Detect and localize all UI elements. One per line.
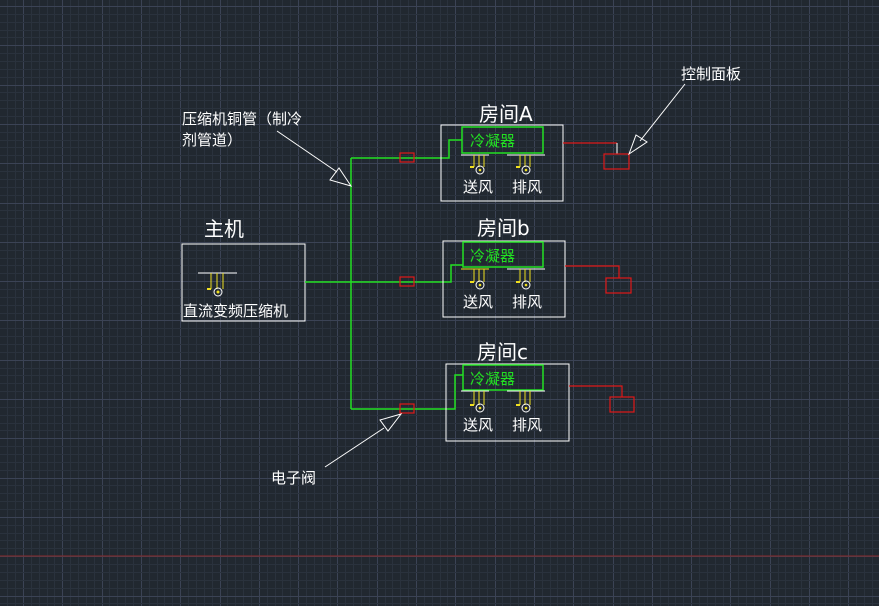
- annotation-electronic-valve: 电子阀: [271, 413, 403, 487]
- room-c-title: 房间c: [477, 340, 528, 364]
- room-c-box: [445, 363, 570, 442]
- room-b-condenser: [462, 241, 544, 268]
- annotation-copper-pipe: 压缩机铜管（制冷 剂管道）: [182, 110, 353, 187]
- electronic-valve-arrowhead-icon: [379, 413, 403, 432]
- room-b-exhaust-label: 排风: [512, 293, 542, 311]
- room-c-supply-fan-icon: [461, 390, 489, 413]
- room-b-title: 房间b: [477, 216, 530, 240]
- copper-pipe-label-line1: 压缩机铜管（制冷: [182, 110, 302, 128]
- electronic-valve-a[interactable]: [399, 152, 415, 163]
- room-c-exhaust-label: 排风: [512, 416, 542, 434]
- room-a-supply-label: 送风: [463, 178, 493, 196]
- room-a-supply-fan-icon: [461, 154, 489, 175]
- copper-pipe-label-line2: 剂管道）: [182, 131, 242, 149]
- control-panel-leader-line: [639, 83, 686, 142]
- room-a-title: 房间A: [479, 102, 533, 126]
- room-a-condenser: [461, 126, 544, 154]
- electronic-valve-c[interactable]: [399, 403, 415, 414]
- room-b-condenser-label: 冷凝器: [470, 247, 515, 265]
- copper-pipe-arrowhead-icon: [329, 167, 353, 187]
- room-b-exhaust-fan-icon: [507, 268, 545, 290]
- annotation-control-panel: 控制面板: [628, 65, 741, 156]
- room-a-exhaust-fan-icon: [507, 154, 545, 175]
- host-title: 主机: [204, 217, 244, 241]
- host-unit[interactable]: 主机 直流变频压缩机: [181, 217, 306, 322]
- room-b-supply-label: 送风: [463, 293, 493, 311]
- compressor-symbol: [198, 272, 237, 297]
- room-a[interactable]: 房间A 冷凝器 送风 排风: [440, 102, 630, 202]
- room-c-condenser-label: 冷凝器: [470, 370, 515, 388]
- room-a-control-panel[interactable]: [603, 153, 630, 170]
- electronic-valve-leader-line: [324, 427, 385, 468]
- room-b-control-panel[interactable]: [605, 277, 632, 294]
- room-a-exhaust-label: 排风: [512, 178, 542, 196]
- room-b[interactable]: 房间b 冷凝器 送风 排风: [442, 216, 632, 318]
- pipe-to-room-c: [351, 374, 463, 410]
- room-b-control-wire: [565, 265, 620, 278]
- control-panel-label: 控制面板: [681, 65, 741, 83]
- room-b-supply-fan-icon: [461, 268, 489, 290]
- room-c-exhaust-fan-icon: [507, 390, 545, 413]
- room-a-condenser-label: 冷凝器: [470, 132, 515, 150]
- refrigerant-pipes: [305, 139, 463, 410]
- electronic-valve-label: 电子阀: [271, 469, 316, 487]
- room-a-box: [440, 124, 564, 202]
- room-c-control-panel[interactable]: [609, 396, 635, 413]
- room-b-box: [442, 240, 566, 318]
- pipe-to-room-b: [305, 264, 463, 283]
- room-c-control-wire: [569, 385, 623, 397]
- electronic-valve-b[interactable]: [399, 276, 415, 287]
- room-c-condenser: [462, 364, 544, 391]
- copper-pipe-leader-line: [276, 130, 338, 173]
- room-c[interactable]: 房间c 冷凝器 送风 排风: [445, 340, 635, 442]
- control-panel-arrowhead-icon: [628, 134, 648, 156]
- room-c-supply-label: 送风: [463, 416, 493, 434]
- compressor-label: 直流变频压缩机: [183, 302, 288, 320]
